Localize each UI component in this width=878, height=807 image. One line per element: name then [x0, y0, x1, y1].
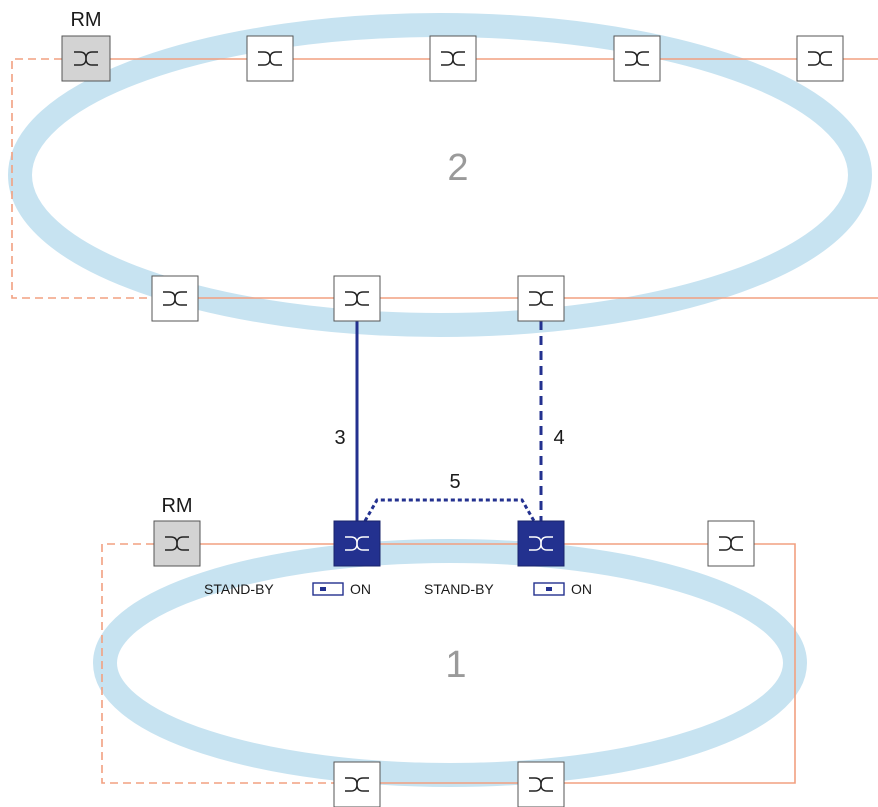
switch-cross-icon	[808, 51, 832, 66]
switch-ring-2-bottom-1[interactable]	[151, 275, 199, 322]
switch-ring-2-top-2[interactable]	[246, 35, 294, 82]
rm-label-ring-2: RM	[70, 9, 101, 31]
switch-ring-2-top-3[interactable]	[429, 35, 477, 82]
switch-ring-2-bottom-2[interactable]	[333, 275, 381, 322]
switch-ring-2-top-5[interactable]	[796, 35, 844, 82]
standby-label: STAND-BY	[424, 581, 494, 597]
switch-cross-icon	[258, 51, 282, 66]
standby-state: ON	[571, 581, 592, 597]
switch-cross-icon	[165, 536, 189, 551]
standby-label: STAND-BY	[204, 581, 274, 597]
switch-cross-icon	[345, 291, 369, 306]
switch-cross-icon	[529, 777, 553, 792]
ring-1-links	[101, 543, 796, 784]
switch-ring-1-right[interactable]	[707, 520, 755, 567]
standby-indicator-2: STAND-BY ON	[424, 581, 592, 597]
switch-cross-icon	[529, 291, 553, 306]
ring-1-label: 1	[445, 644, 466, 686]
rm-label-ring-1: RM	[161, 495, 192, 517]
switch-ring-1-bottom-2[interactable]	[517, 761, 565, 807]
switch-cross-icon	[441, 51, 465, 66]
switch-cross-icon	[74, 51, 98, 66]
link-5-line	[363, 498, 536, 522]
switch-coupling-2[interactable]	[517, 520, 565, 567]
switch-cross-icon	[345, 536, 369, 551]
switch-cross-icon	[719, 536, 743, 551]
switch-rm-ring-1[interactable]	[153, 520, 201, 567]
switch-ring-1-bottom-1[interactable]	[333, 761, 381, 807]
switch-ring-2-top-4[interactable]	[613, 35, 661, 82]
link-4-label: 4	[553, 427, 564, 449]
standby-indicator-1: STAND-BY ON	[204, 581, 371, 597]
switch-cross-icon	[163, 291, 187, 306]
toggle-switch-icon	[533, 582, 565, 596]
switch-cross-icon	[345, 777, 369, 792]
standby-state: ON	[350, 581, 371, 597]
ring-2-label: 2	[447, 147, 468, 189]
ring-2-halo	[8, 13, 872, 337]
link-5-label: 5	[449, 471, 460, 493]
switch-cross-icon	[529, 536, 553, 551]
switch-coupling-1[interactable]	[333, 520, 381, 567]
ring-2-links	[11, 58, 878, 299]
link-3-label: 3	[334, 427, 345, 449]
switch-rm-ring-2[interactable]	[61, 35, 111, 82]
switch-cross-icon	[625, 51, 649, 66]
switch-ring-2-bottom-3[interactable]	[517, 275, 565, 322]
toggle-switch-icon	[312, 582, 344, 596]
